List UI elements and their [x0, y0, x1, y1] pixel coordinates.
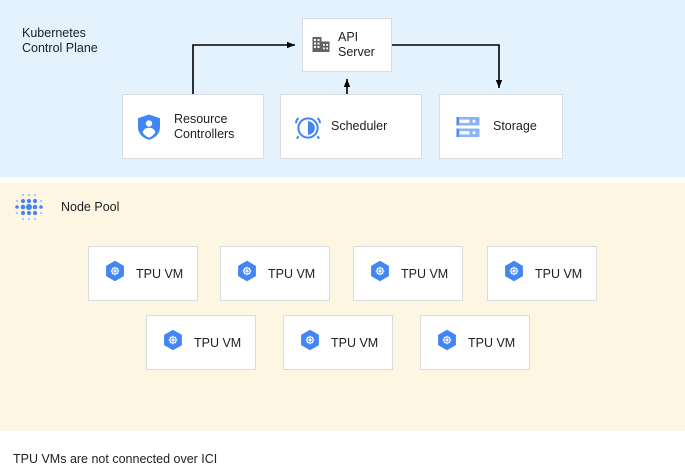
node-storage-label: Storage — [493, 119, 537, 133]
tpu-hex-icon — [237, 260, 257, 287]
node-pool-panel — [0, 183, 685, 431]
tpu-hex-icon — [300, 329, 320, 356]
tpu-vm-box[interactable]: TPU VM — [353, 246, 463, 301]
tpu-vm-label: TPU VM — [194, 335, 242, 350]
server-rack-icon — [455, 114, 481, 140]
control-plane-title: Kubernetes Control Plane — [22, 26, 98, 55]
node-resource-controllers-label: Resource Controllers — [174, 111, 235, 141]
tpu-vm-box[interactable]: TPU VM — [283, 315, 393, 370]
diagram-caption: TPU VMs are not connected over ICI — [13, 452, 218, 466]
tpu-hex-icon — [105, 260, 125, 287]
tpu-vm-box[interactable]: TPU VM — [487, 246, 597, 301]
node-pool-title: Node Pool — [61, 200, 120, 214]
tpu-vm-box[interactable]: TPU VM — [146, 315, 256, 370]
building-icon — [311, 35, 331, 55]
tpu-vm-label: TPU VM — [535, 266, 583, 281]
alarm-clock-icon — [295, 113, 321, 141]
node-api-server-label: API Server — [338, 30, 375, 59]
tpu-vm-box[interactable]: TPU VM — [88, 246, 198, 301]
node-resource-controllers[interactable]: Resource Controllers — [122, 94, 264, 159]
tpu-hex-icon — [437, 329, 457, 356]
tpu-hex-icon — [370, 260, 390, 287]
node-scheduler-label: Scheduler — [331, 119, 388, 133]
node-storage[interactable]: Storage — [439, 94, 563, 159]
tpu-hex-icon — [504, 260, 524, 287]
tpu-vm-box[interactable]: TPU VM — [220, 246, 330, 301]
tpu-vm-box[interactable]: TPU VM — [420, 315, 530, 370]
tpu-vm-label: TPU VM — [468, 335, 516, 350]
tpu-vm-label: TPU VM — [401, 266, 449, 281]
tpu-vm-label: TPU VM — [136, 266, 184, 281]
node-cluster-icon — [12, 192, 50, 224]
tpu-vm-label: TPU VM — [268, 266, 316, 281]
tpu-hex-icon — [163, 329, 183, 356]
node-scheduler[interactable]: Scheduler — [280, 94, 422, 159]
shield-user-icon — [136, 113, 162, 141]
node-api-server[interactable]: API Server — [302, 18, 392, 72]
tpu-vm-label: TPU VM — [331, 335, 379, 350]
